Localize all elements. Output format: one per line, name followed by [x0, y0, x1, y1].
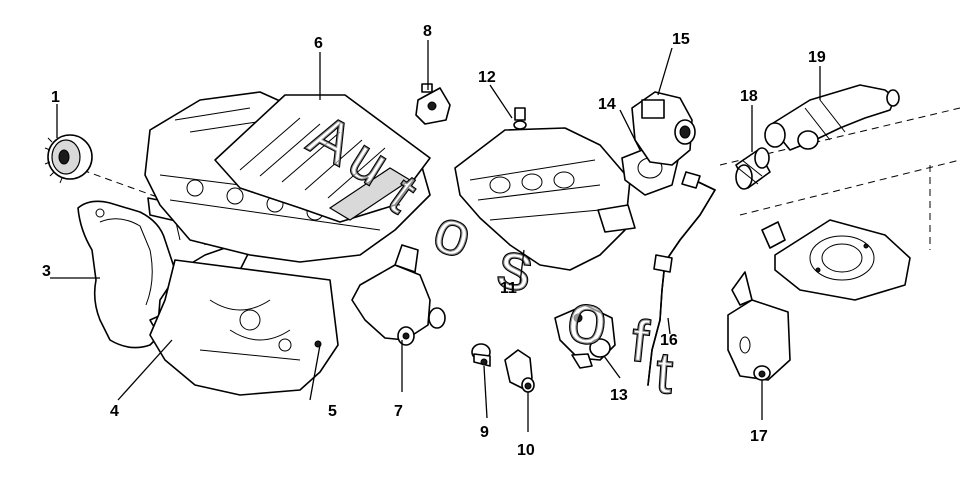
- callout-5: 5: [328, 403, 337, 420]
- part-19-air-intake-duct[interactable]: [764, 84, 900, 151]
- air-filter-housing: [761, 219, 911, 301]
- callout-3: 3: [42, 263, 51, 280]
- svg-text:o: o: [426, 196, 480, 272]
- callout-12: 12: [478, 69, 496, 86]
- callout-11: 11: [500, 280, 517, 297]
- callout-18: 18: [740, 88, 758, 105]
- callout-15: 15: [672, 31, 690, 48]
- callout-10: 10: [517, 442, 535, 459]
- part-12-intake-manifold[interactable]: [454, 107, 636, 271]
- callout-4: 4: [110, 403, 119, 420]
- part-7-thermostat-housing[interactable]: [351, 244, 446, 346]
- callout-9: 9: [480, 424, 489, 441]
- svg-text:f: f: [629, 308, 653, 374]
- callout-7: 7: [394, 403, 403, 420]
- part-6-rocker-cover[interactable]: [214, 94, 431, 223]
- svg-text:t: t: [654, 340, 675, 406]
- callout-8: 8: [423, 23, 432, 40]
- callout-17: 17: [750, 428, 768, 445]
- part-13-egr-valve[interactable]: [554, 304, 616, 369]
- part-3-timing-cover[interactable]: [77, 200, 177, 349]
- callout-1: 1: [51, 89, 60, 106]
- part-18-intake-sleeve[interactable]: [735, 147, 771, 190]
- callout-6: 6: [314, 35, 323, 52]
- part-10-valve[interactable]: [504, 349, 535, 393]
- part-17-resonator[interactable]: [727, 271, 791, 381]
- part-16-breather-hose[interactable]: [647, 171, 716, 386]
- callout-14: 14: [598, 96, 616, 113]
- leader-lines: [50, 40, 821, 432]
- part-9-sensor[interactable]: [471, 343, 491, 367]
- callout-19: 19: [808, 49, 826, 66]
- part-8-bracket[interactable]: [415, 83, 451, 125]
- callout-16: 16: [660, 332, 678, 349]
- part-5-engine-block[interactable]: [149, 259, 339, 396]
- part-15-throttle-body[interactable]: [631, 91, 696, 166]
- callout-13: 13: [610, 387, 628, 404]
- callout-labels: 1 3 4 5 6 7 8 9 10 11 12 13 14 15 16 17 …: [42, 23, 826, 459]
- part-1-timing-pulley[interactable]: [44, 134, 93, 184]
